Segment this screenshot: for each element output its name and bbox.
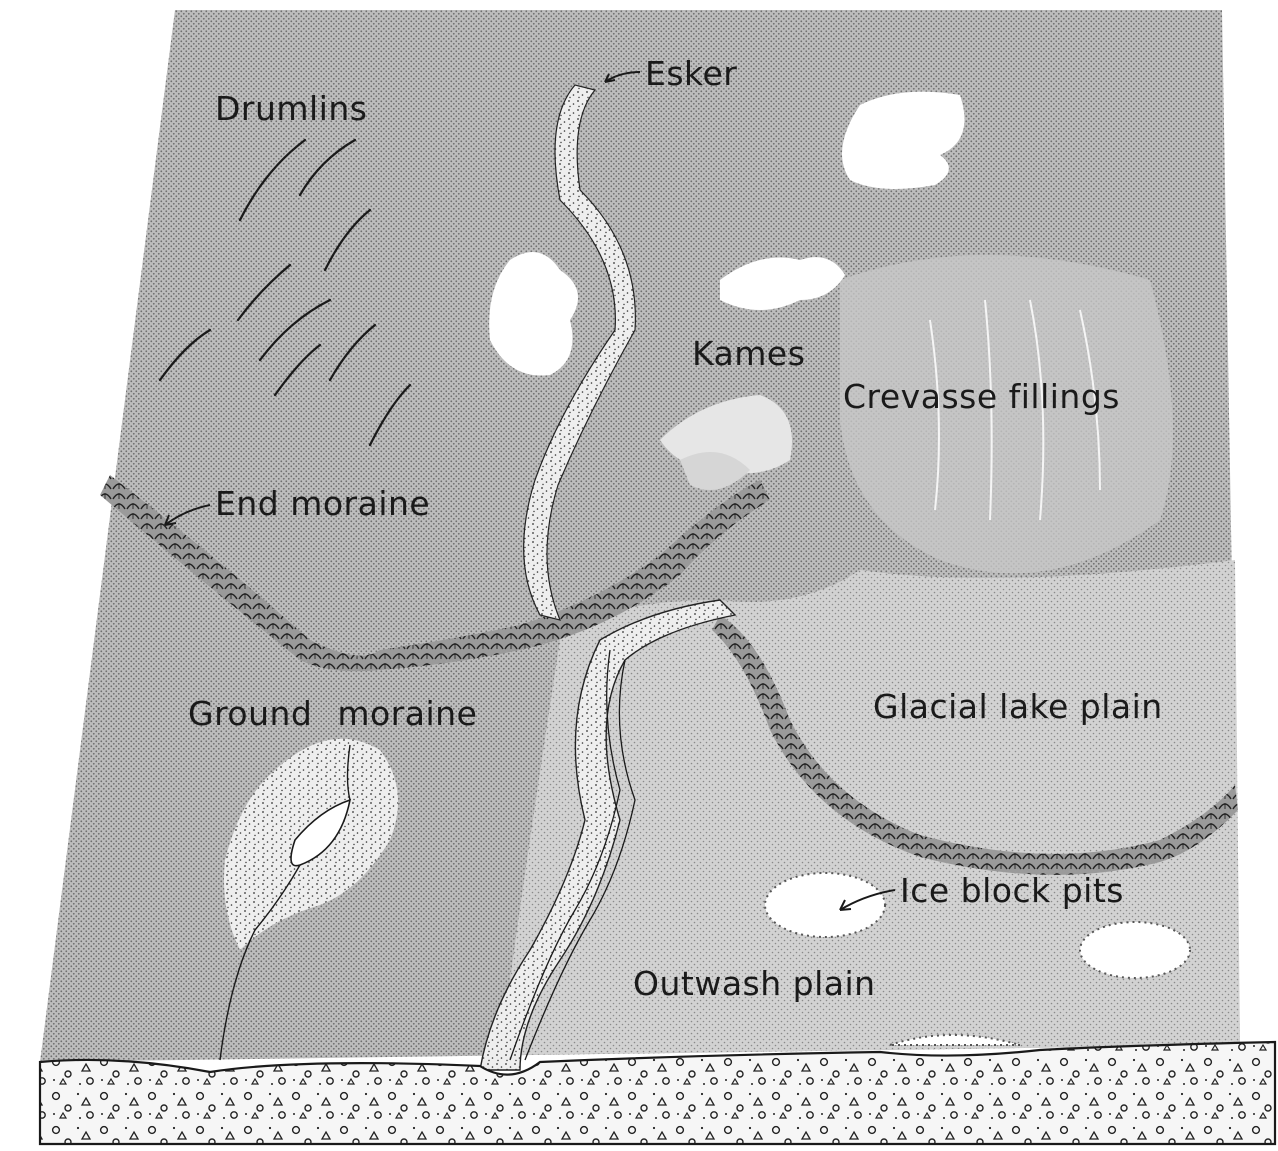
label-kames: Kames (692, 334, 805, 373)
lake (842, 92, 965, 189)
label-glacial-lake-plain: Glacial lake plain (873, 687, 1163, 726)
label-ground-moraine: Ground moraine (188, 694, 477, 733)
label-crevasse-fillings: Crevasse fillings (843, 377, 1120, 416)
label-ice-block-pits: Ice block pits (900, 871, 1124, 910)
label-drumlins: Drumlins (215, 89, 367, 128)
label-outwash-plain: Outwash plain (633, 964, 876, 1003)
label-end-moraine: End moraine (215, 484, 430, 523)
ice-block-pit (765, 873, 885, 937)
label-esker: Esker (645, 54, 737, 93)
ice-block-pit (1080, 922, 1190, 978)
